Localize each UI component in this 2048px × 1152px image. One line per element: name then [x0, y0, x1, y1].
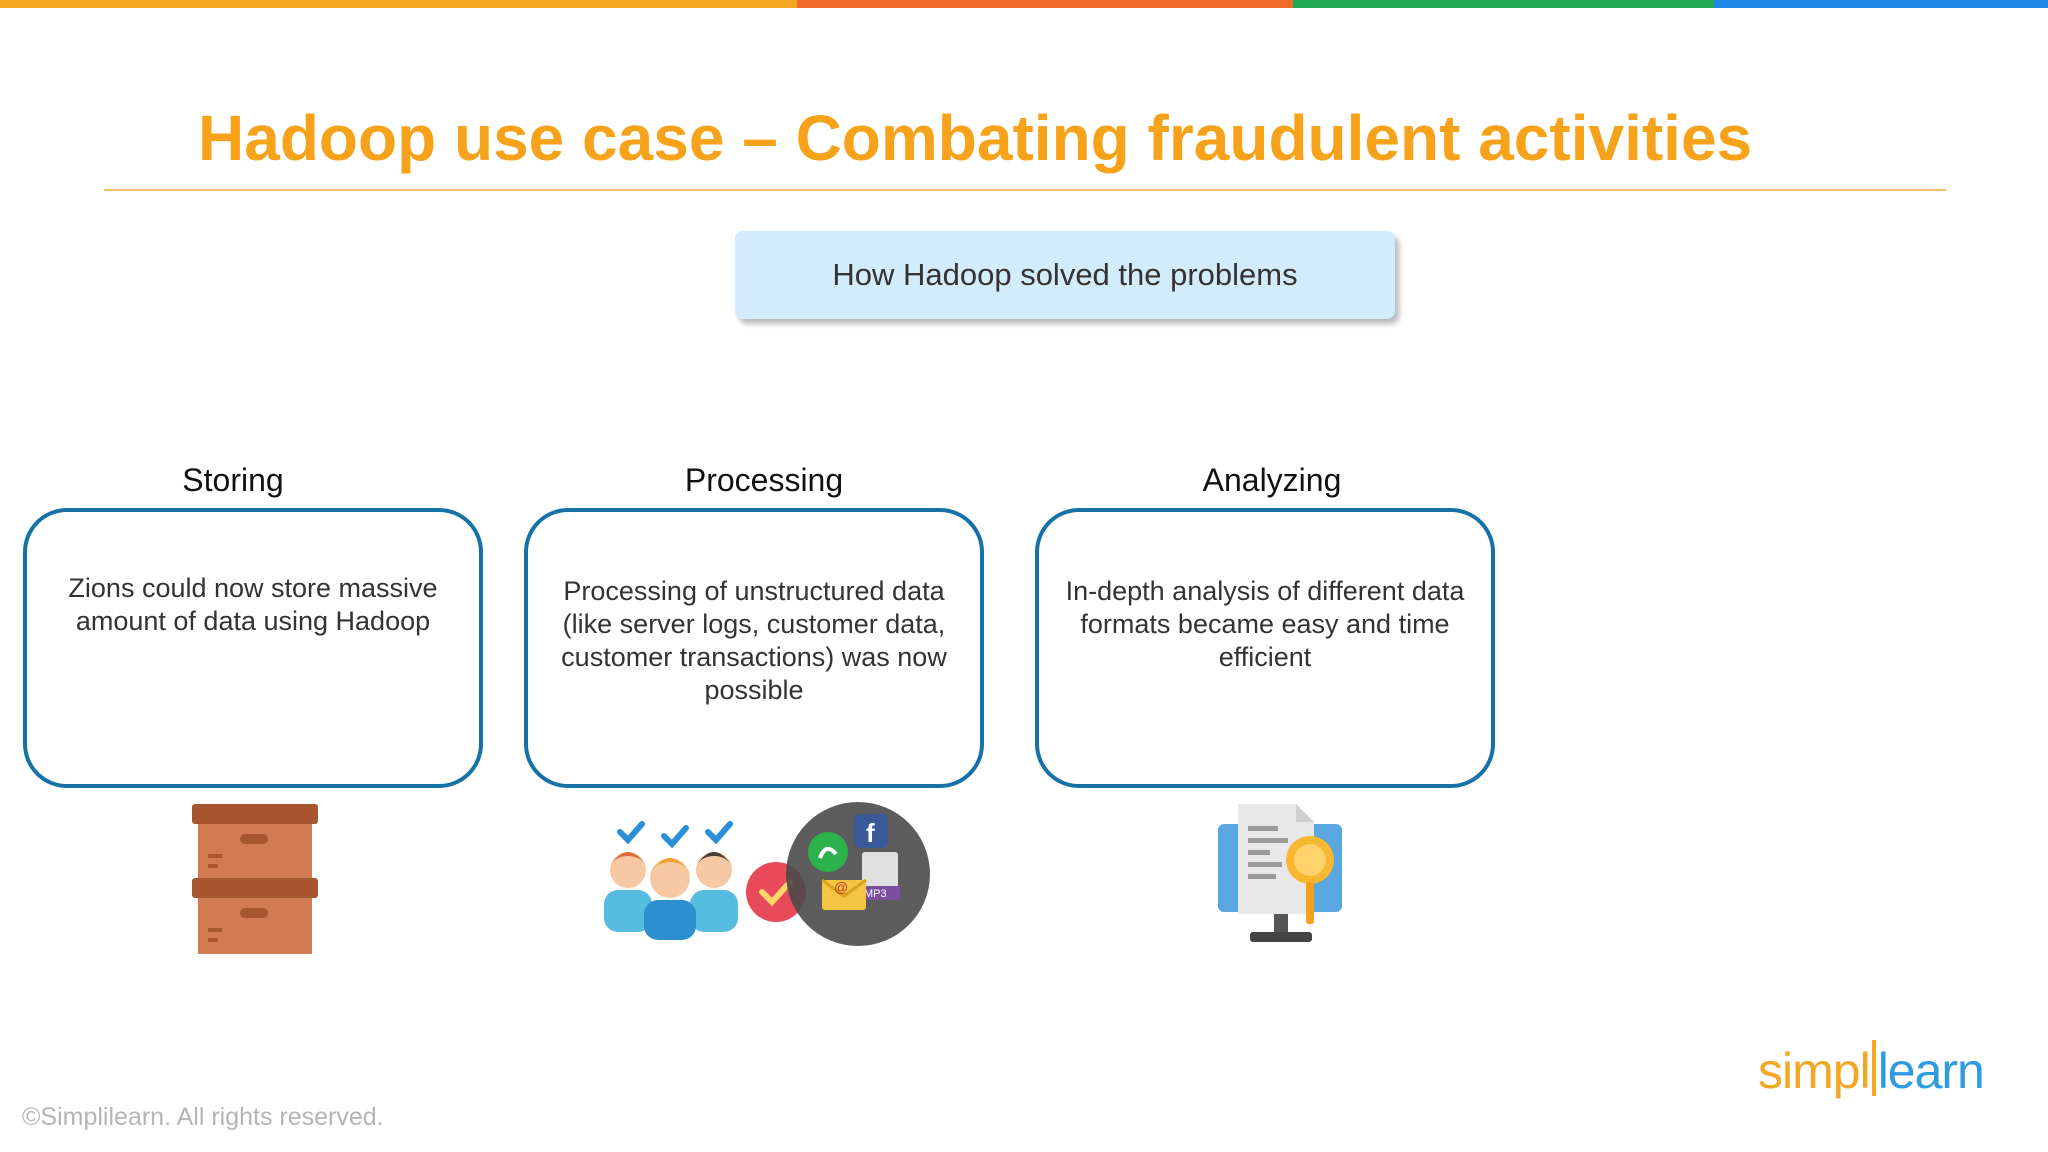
logo-divider	[1871, 1040, 1876, 1096]
logo-part-learn: learn	[1877, 1043, 1985, 1099]
storage-boxes-icon	[192, 804, 318, 954]
top-bar-blue-segment	[1714, 0, 2048, 8]
card-storing: Zions could now store massive amount of …	[23, 508, 483, 788]
card-processing: Processing of unstructured data (like se…	[524, 508, 984, 788]
card-storing-text: Zions could now store massive amount of …	[68, 573, 438, 636]
svg-text:MP3: MP3	[864, 888, 887, 900]
heading-storing: Storing	[182, 462, 284, 498]
card-processing-text: Processing of unstructured data (like se…	[561, 576, 947, 705]
title-underline	[104, 189, 1946, 191]
top-bar-red-orange-segment	[797, 0, 1293, 8]
slide-title: Hadoop use case – Combating fraudulent a…	[198, 102, 1753, 174]
card-analyzing: In-depth analysis of different data form…	[1035, 508, 1495, 788]
subtitle-text: How Hadoop solved the problems	[832, 257, 1298, 292]
top-bar-orange-segment	[0, 0, 797, 8]
top-bar-green-segment	[1293, 0, 1714, 8]
logo-part-simpl: simpl	[1758, 1043, 1871, 1099]
top-color-bar	[0, 0, 2048, 8]
heading-processing: Processing	[684, 462, 844, 498]
svg-text:f: f	[866, 818, 875, 848]
svg-text:@: @	[834, 879, 848, 895]
users-and-data-sources-icon: f MP3 @	[604, 802, 930, 946]
heading-analyzing: Analyzing	[1202, 462, 1342, 498]
analysis-monitor-icon	[1218, 804, 1342, 942]
card-analyzing-text: In-depth analysis of different data form…	[1065, 576, 1465, 672]
copyright-notice: ©Simplilearn. All rights reserved.	[22, 1103, 384, 1131]
subtitle-box: How Hadoop solved the problems	[735, 231, 1395, 319]
